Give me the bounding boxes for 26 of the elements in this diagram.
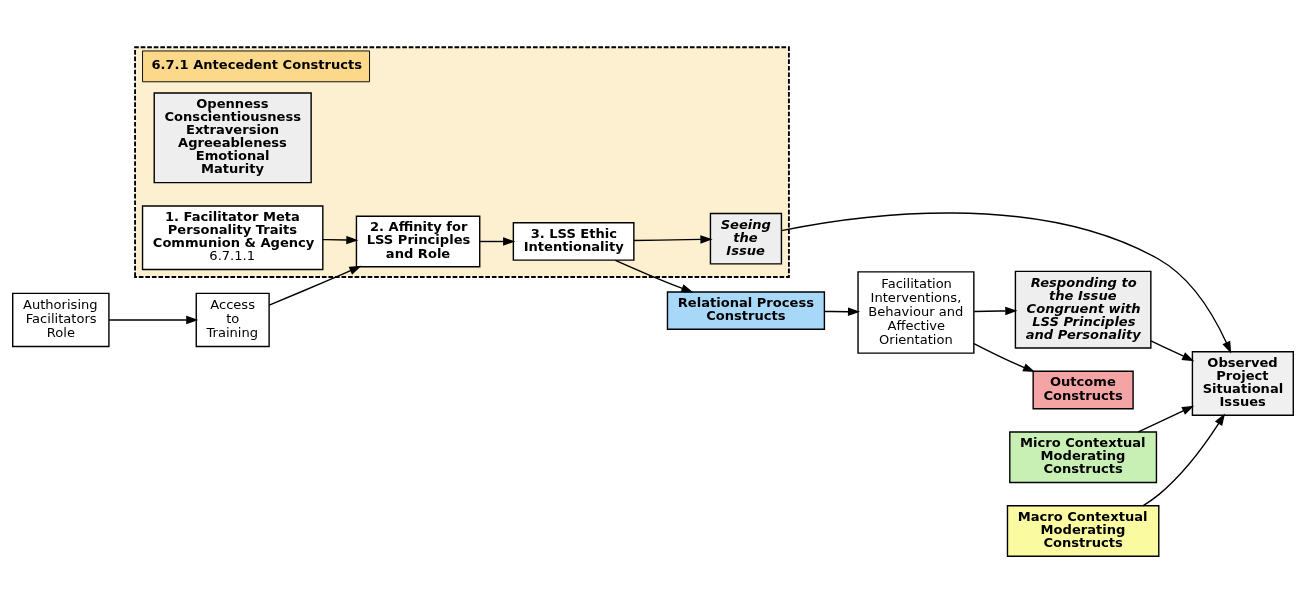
node-box: Authorising Facilitators Role (12, 292, 110, 347)
node-box: Openness Conscientiousness Extraversion Agreeableness Emotional Maturity (153, 91, 312, 183)
arrow (322, 235, 359, 244)
arrow (479, 236, 516, 246)
node-box: Observed Project Situational Issues (1191, 350, 1294, 416)
arrow (614, 259, 694, 293)
arrow (1137, 405, 1195, 433)
arrow (633, 234, 713, 244)
node-box: 3. LSS Ethic Intentionality (512, 221, 635, 261)
arrow (268, 265, 362, 306)
node-box: Macro Contextual Moderating Constructs (1006, 504, 1160, 557)
node-box: Responding to the Issue Congruent with LSS Principles and Personality (1014, 270, 1152, 349)
node-box: Seeing the Issue (709, 212, 783, 265)
node-box: Micro Contextual Moderating Constructs (1009, 430, 1158, 483)
arrow (973, 342, 1036, 372)
node-box: Relational Process Constructs (666, 290, 826, 330)
arrow (1142, 412, 1226, 506)
node-box: 1. Facilitator Meta Personality Traits Communion & Agency 6.7.1.1 (141, 204, 324, 270)
node-box: Access to Training (195, 292, 270, 347)
node-box: Outcome Constructs (1032, 370, 1134, 409)
node-box: 2. Affinity for LSS Principles and Role (355, 215, 481, 267)
arrow (108, 315, 199, 324)
arrow (973, 306, 1018, 315)
node-box: Facilitation Interventions, Behaviour and Affective Orientation (857, 270, 975, 354)
arrow (1150, 339, 1195, 361)
arrow (823, 306, 861, 316)
